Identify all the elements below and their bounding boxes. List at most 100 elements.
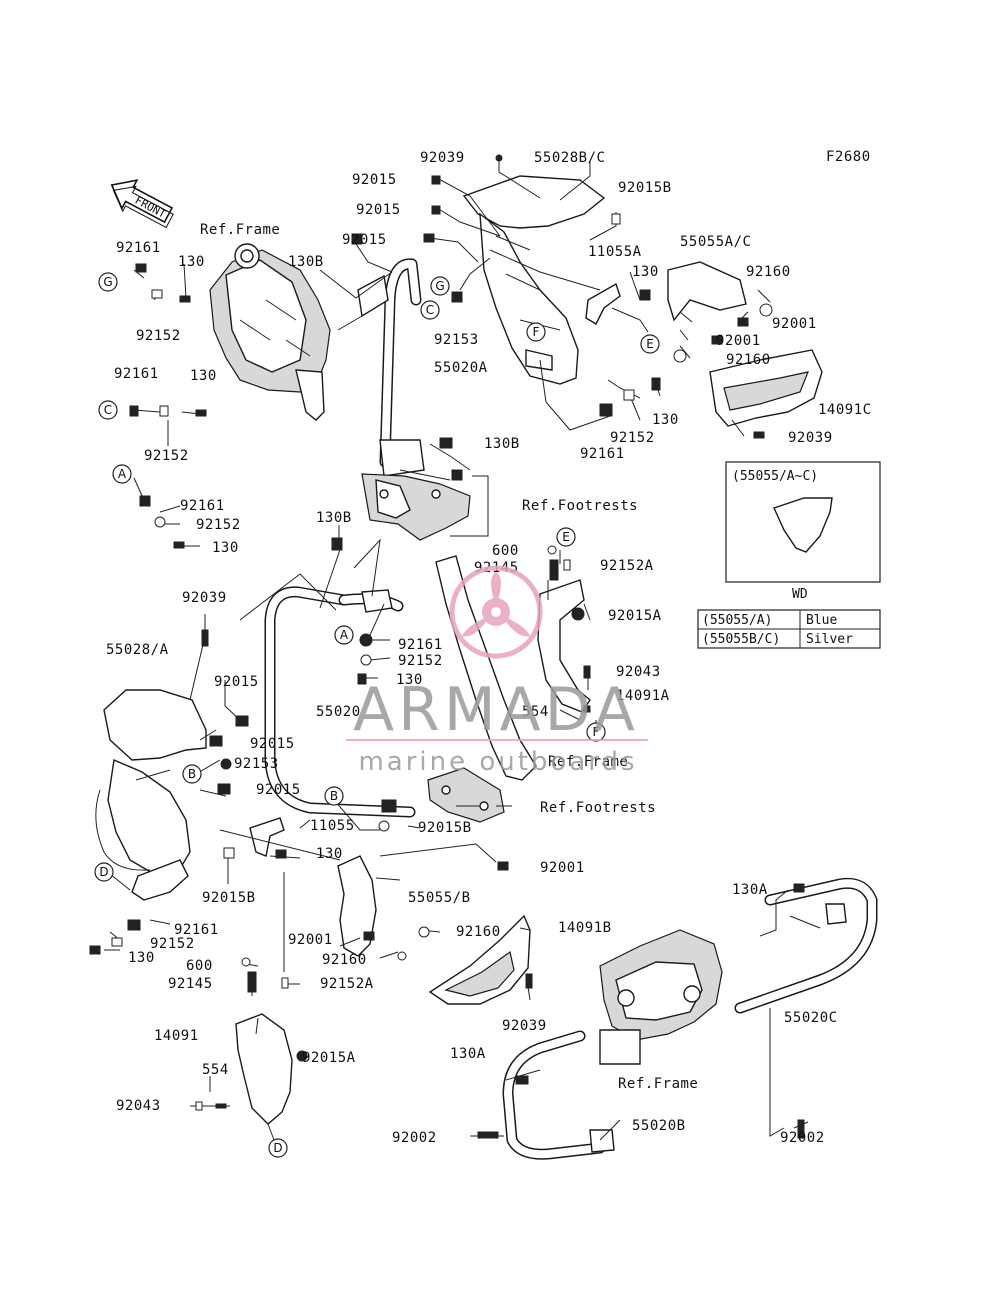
marker-e2: E [556, 527, 576, 547]
svg-text:C: C [426, 303, 434, 317]
part-label: 130 [632, 264, 659, 280]
part-label: 92001 [288, 932, 333, 948]
marker-c1: C [98, 400, 118, 420]
watermark: ARMADA marine outboards [346, 565, 648, 777]
part-label: 92002 [392, 1130, 437, 1146]
stay-11055 [249, 817, 285, 857]
part-label: 92043 [116, 1098, 161, 1114]
part-label: 92161 [114, 366, 159, 382]
part-label: 554 [522, 704, 549, 720]
part-label: 92161 [398, 637, 443, 653]
svg-text:B: B [188, 767, 196, 781]
ref-footrests-label-top: Ref.Footrests [522, 498, 638, 514]
part-label: 92015B [618, 180, 672, 196]
cover-14091 [235, 1013, 293, 1125]
watermark-subtitle: marine outboards [358, 747, 637, 777]
part-label: 92152A [320, 976, 374, 992]
frame-upper-illustration [209, 243, 331, 421]
part-label: 92161 [116, 240, 161, 256]
part-label: 92160 [456, 924, 501, 940]
part-label: 600 [492, 543, 519, 559]
part-label: 130B [288, 254, 324, 270]
marker-f1: F [526, 322, 546, 342]
part-label: 92152 [150, 936, 195, 952]
part-label: 130 [178, 254, 205, 270]
svg-text:D: D [99, 865, 108, 879]
variant-box: (55055/A~C) WD [725, 461, 881, 602]
ref-footrests-label-mid: Ref.Footrests [540, 800, 656, 816]
part-label: 92153 [234, 756, 279, 772]
svg-text:C: C [104, 403, 112, 417]
part-label: 130 [190, 368, 217, 384]
marker-b2: B [324, 786, 344, 806]
propeller-logo-icon [449, 565, 543, 659]
part-label: 130 [128, 950, 155, 966]
part-label: 92015 [352, 172, 397, 188]
part-label: 92015A [608, 608, 662, 624]
part-label: 92015B [202, 890, 256, 906]
marker-e1: E [640, 334, 660, 354]
marker-c2: C [420, 300, 440, 320]
part-label: 92152 [610, 430, 655, 446]
part-label: 92152 [136, 328, 181, 344]
part-label: 130B [484, 436, 520, 452]
part-label: 92015B [418, 820, 472, 836]
marker-g1: G [98, 272, 118, 292]
stay-11055a [585, 282, 621, 325]
part-label: 14091 [154, 1028, 199, 1044]
part-label: 92015 [256, 782, 301, 798]
cover-14091b [428, 914, 531, 1005]
engine-guard-55020a [357, 258, 425, 477]
part-label: 14091A [616, 688, 670, 704]
footrest-bracket-lower [427, 767, 505, 823]
svg-text:E: E [646, 337, 654, 351]
part-label: 55028B/C [534, 150, 605, 166]
part-label: 92153 [434, 332, 479, 348]
fasteners [89, 154, 805, 1139]
part-label: 130 [396, 672, 423, 688]
marker-a1: A [112, 464, 132, 484]
part-label: 92039 [182, 590, 227, 606]
svg-text:G: G [435, 279, 444, 293]
part-label: 92039 [420, 150, 465, 166]
color-table: (55055/A) Blue (55055B/C) Silver [697, 609, 881, 649]
part-label: 92161 [580, 446, 625, 462]
svg-text:D: D [273, 1141, 282, 1155]
part-label: 92015 [342, 232, 387, 248]
part-label: 92015 [356, 202, 401, 218]
part-label: 11055 [310, 818, 355, 834]
part-label: 92161 [174, 922, 219, 938]
part-label: 92160 [322, 952, 367, 968]
part-label: 55020A [434, 360, 488, 376]
watermark-title: ARMADA [353, 675, 639, 745]
part-labels: 92039 55028B/C 92015 92015B 92015 92015 … [106, 150, 871, 1146]
color-table-part-0: (55055/A) [702, 613, 772, 628]
part-label: 130 [316, 846, 343, 862]
svg-text:G: G [103, 275, 112, 289]
part-label: 55020C [784, 1010, 838, 1026]
cover-14091c [709, 349, 823, 427]
part-label: 554 [202, 1062, 229, 1078]
ref-frame-label-bottom: Ref.Frame [618, 1076, 698, 1092]
footrest-bracket-upper [361, 473, 471, 541]
marker-g2: G [430, 276, 450, 296]
svg-text:F: F [593, 725, 600, 739]
cover-14091a [435, 555, 591, 781]
cover-55055b [337, 855, 377, 957]
part-label: 92043 [616, 664, 661, 680]
part-label: 92001 [716, 333, 761, 349]
marker-a2: A [334, 625, 354, 645]
part-label: 92160 [746, 264, 791, 280]
part-label: 92152 [144, 448, 189, 464]
part-label: 14091B [558, 920, 612, 936]
part-label: 130 [652, 412, 679, 428]
part-label: 92039 [502, 1018, 547, 1034]
svg-text:F: F [533, 325, 540, 339]
part-label: 92145 [168, 976, 213, 992]
engine-guard-55020 [264, 586, 416, 818]
part-label: 55020B [632, 1118, 686, 1134]
part-label: 130 [212, 540, 239, 556]
variant-box-caption: WD [792, 587, 808, 602]
color-table-color-1: Silver [806, 632, 853, 647]
